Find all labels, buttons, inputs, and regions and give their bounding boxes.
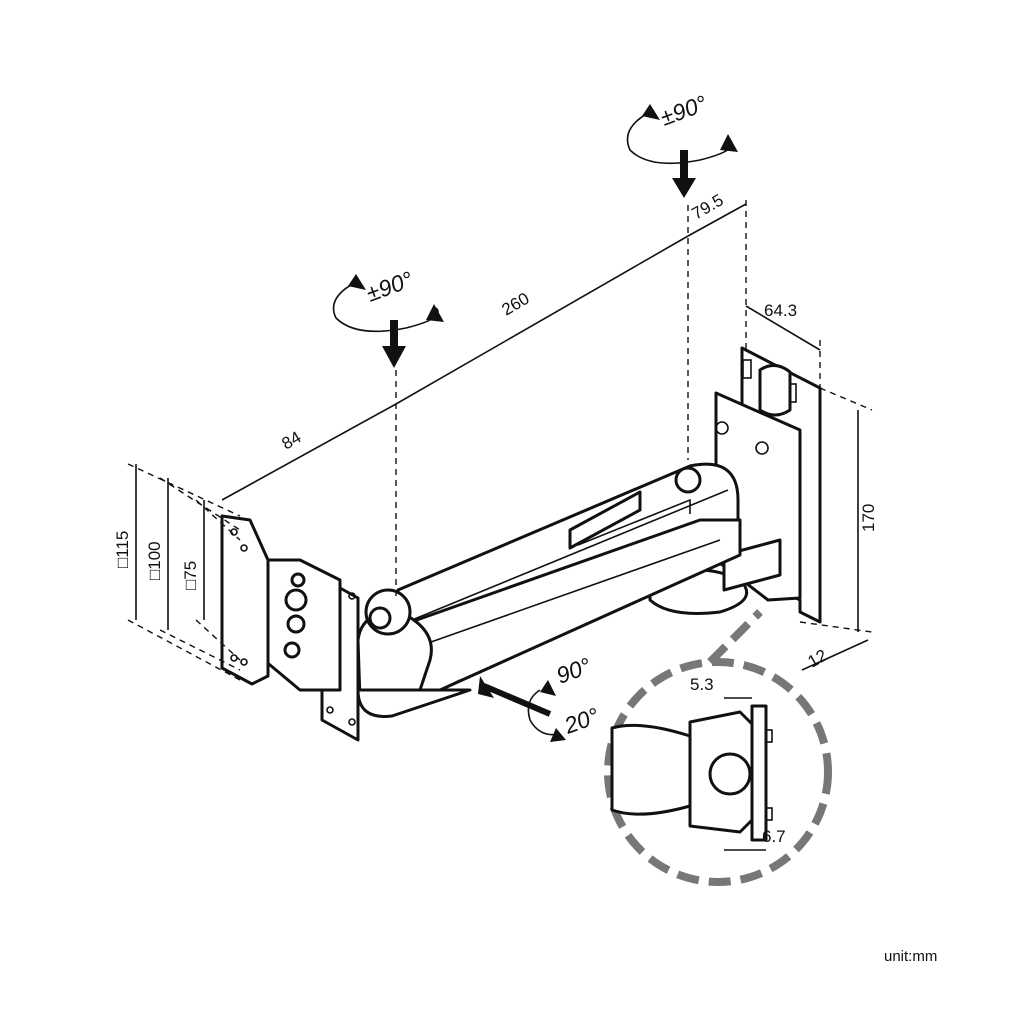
- dim-vesa-75: □75: [181, 561, 200, 590]
- detail-dim-b: 6.7: [762, 827, 786, 846]
- dimension-lines: [127, 200, 873, 681]
- detail-dim-a: 5.3: [690, 675, 714, 694]
- detail-view: [604, 609, 832, 886]
- tilt-head: [262, 558, 412, 742]
- rotation-indicator-top: [626, 104, 738, 198]
- rotation-label-top: ±90°: [657, 90, 710, 131]
- dim-front-offset: 84: [279, 428, 305, 454]
- rotation-indicator-mid: [332, 274, 444, 368]
- tilt-down-label: 20°: [560, 702, 603, 739]
- dim-vesa-115: □115: [113, 531, 132, 568]
- rotation-label-mid: ±90°: [363, 266, 416, 307]
- tilt-up-label: 90°: [553, 652, 595, 688]
- front-arm: [356, 518, 742, 718]
- dim-depth: 64.3: [764, 301, 797, 320]
- unit-label: unit:mm: [884, 948, 938, 965]
- dim-arm-length: 260: [499, 289, 533, 320]
- vesa-plate: [220, 514, 270, 686]
- tilt-indicator: [478, 676, 566, 742]
- dim-height: 170: [859, 504, 878, 532]
- dim-vesa-100: □100: [145, 541, 164, 580]
